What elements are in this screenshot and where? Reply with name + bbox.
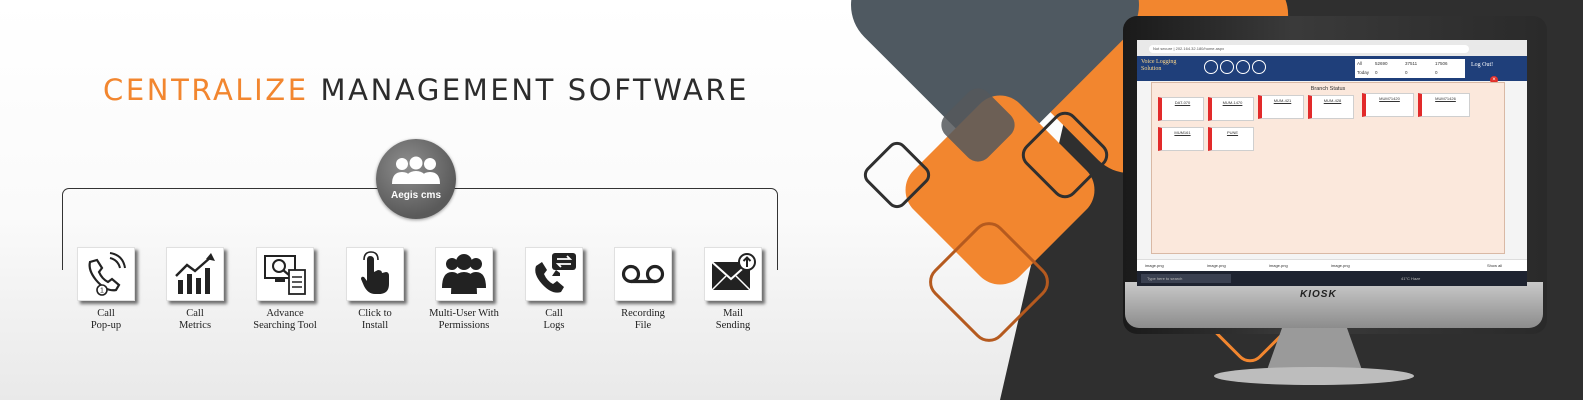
download-item[interactable]: image.png xyxy=(1331,263,1350,268)
settings-icon[interactable] xyxy=(1252,60,1266,74)
feature-tile xyxy=(704,247,762,301)
download-item[interactable]: image.png xyxy=(1145,263,1164,268)
page-title: CENTRALIZE MANAGEMENT SOFTWARE xyxy=(103,73,749,107)
aegis-hub: Aegis cms xyxy=(376,139,456,219)
voicemail-icon xyxy=(621,264,665,284)
feature-tile xyxy=(614,247,672,301)
branch-card[interactable]: MUM-421 xyxy=(1258,95,1304,119)
feature-tile xyxy=(346,247,404,301)
monitor-chin xyxy=(1125,282,1543,328)
call-stats: All 52690 37511 17506 Today 0 0 0 xyxy=(1355,59,1465,78)
bar-chart-icon xyxy=(175,253,215,294)
branch-card[interactable]: MUM71426 xyxy=(1418,93,1470,117)
monitor-brand: KIOSK xyxy=(1300,289,1337,300)
panel-title: Branch Status xyxy=(1310,86,1346,92)
download-item[interactable]: image.png xyxy=(1207,263,1226,268)
outline-diamond-right xyxy=(1021,111,1109,199)
downloads-bar: image.png image.png image.png image.png … xyxy=(1137,259,1527,272)
multi-user-icon xyxy=(442,254,486,294)
home-icon[interactable] xyxy=(1204,60,1218,74)
download-item[interactable]: image.png xyxy=(1269,263,1288,268)
hub-label: Aegis cms xyxy=(390,190,442,201)
taskbar-search[interactable]: Type here to search xyxy=(1141,274,1231,283)
grey-overlap-diamond xyxy=(941,88,1015,162)
user-icon[interactable] xyxy=(1236,60,1250,74)
hand-pointer-icon xyxy=(361,251,389,294)
app-title: Voice Logging Solution xyxy=(1141,59,1177,72)
phone-log-icon xyxy=(535,253,576,293)
branch-card[interactable]: MUM-1470 xyxy=(1208,97,1254,121)
feature-tile xyxy=(435,247,493,301)
taskbar: Type here to search 41°C Haze xyxy=(1137,271,1527,286)
branch-card[interactable]: MUM71420 xyxy=(1362,93,1414,117)
branch-card[interactable]: PUNE xyxy=(1208,127,1254,151)
address-bar[interactable]: Not secure | 202.164.32.180/home.aspx xyxy=(1149,45,1469,53)
orange-middle-diamond xyxy=(905,95,1095,285)
feature-tile xyxy=(525,247,583,301)
show-all-button[interactable]: Show all xyxy=(1487,263,1503,268)
monitor-stand xyxy=(1214,328,1414,385)
branch-status-panel: Branch Status DAT-070 MUM-1470 MUM-421 M… xyxy=(1151,82,1505,254)
title-main: MANAGEMENT SOFTWARE xyxy=(320,73,750,107)
search-icon[interactable] xyxy=(1220,60,1234,74)
branch-card[interactable]: MUM161 xyxy=(1158,127,1204,151)
outline-diamond-left xyxy=(863,141,931,209)
branch-card[interactable]: DAT-070 xyxy=(1158,97,1204,121)
branch-card[interactable]: MUM-428 xyxy=(1308,95,1354,119)
title-accent: CENTRALIZE xyxy=(103,73,309,107)
close-icon[interactable]: × xyxy=(1490,76,1498,84)
feature-tile xyxy=(256,247,314,301)
weather-readout: 41°C Haze xyxy=(1401,276,1421,281)
outline-diamond-bottom xyxy=(929,222,1049,342)
slate-diamond xyxy=(851,0,1139,149)
app-header: Voice Logging Solution All 52690 37511 1… xyxy=(1137,56,1527,81)
svg-text:1: 1 xyxy=(100,288,104,295)
search-document-icon xyxy=(264,255,306,295)
call-popup-icon: 1 xyxy=(88,252,126,296)
feature-tile xyxy=(166,247,224,301)
mail-upload-icon xyxy=(711,253,756,291)
logout-link[interactable]: Log Out! xyxy=(1471,62,1494,68)
monitor-screen: Not secure | 202.164.32.180/home.aspx Vo… xyxy=(1137,40,1527,286)
browser-bar: Not secure | 202.164.32.180/home.aspx xyxy=(1137,40,1527,57)
users-group-icon xyxy=(392,156,440,184)
feature-tile: 1 xyxy=(77,247,135,301)
